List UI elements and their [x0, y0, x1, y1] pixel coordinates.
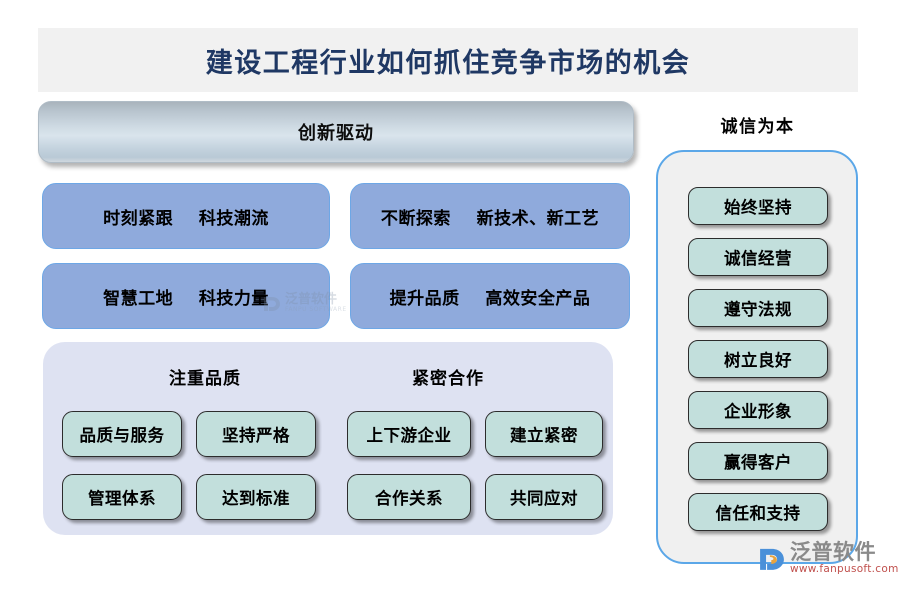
- integrity-item-4[interactable]: 树立良好: [688, 340, 828, 378]
- innovation-header-label: 创新驱动: [298, 123, 374, 144]
- innovation-box-label: 不断探索 新技术、新工艺: [380, 208, 600, 229]
- innovation-box-3[interactable]: 智慧工地 科技力量: [42, 263, 330, 329]
- integrity-item-2[interactable]: 诚信经营: [688, 238, 828, 276]
- integrity-item-label: 赢得客户: [724, 453, 792, 472]
- quality-item-label: 品质与服务: [79, 426, 165, 445]
- cooperation-item-label: 合作关系: [375, 489, 443, 508]
- integrity-item-3[interactable]: 遵守法规: [688, 289, 828, 327]
- innovation-box-2[interactable]: 不断探索 新技术、新工艺: [350, 183, 630, 249]
- integrity-item-label: 树立良好: [724, 351, 792, 370]
- cooperation-item-3[interactable]: 合作关系: [347, 474, 471, 520]
- quality-item-label: 管理体系: [88, 489, 156, 508]
- cooperation-item-label: 上下游企业: [366, 426, 452, 445]
- logo-company-name: 泛普软件: [790, 540, 876, 564]
- quality-item-label: 坚持严格: [222, 426, 290, 445]
- innovation-box-label: 时刻紧跟 科技潮流: [103, 208, 269, 229]
- group-title-cooperation: 紧密合作: [412, 369, 484, 389]
- innovation-header-bar: 创新驱动: [38, 101, 634, 163]
- cooperation-item-label: 共同应对: [510, 489, 578, 508]
- page-title: 建设工程行业如何抓住竞争市场的机会: [205, 47, 691, 79]
- integrity-item-5[interactable]: 企业形象: [688, 391, 828, 429]
- integrity-item-label: 始终坚持: [724, 198, 792, 217]
- fanpu-logo-icon: [758, 544, 786, 572]
- integrity-item-7[interactable]: 信任和支持: [688, 493, 828, 531]
- quality-item-4[interactable]: 达到标准: [196, 474, 316, 520]
- quality-item-label: 达到标准: [222, 489, 290, 508]
- logo-website: www.fanpusoft.com: [790, 563, 899, 575]
- quality-item-2[interactable]: 坚持严格: [196, 411, 316, 457]
- cooperation-item-4[interactable]: 共同应对: [485, 474, 603, 520]
- integrity-title: 诚信为本: [720, 117, 795, 137]
- innovation-box-label: 智慧工地 科技力量: [103, 288, 269, 309]
- logo-words: 泛普软件 www.fanpusoft.com: [790, 542, 899, 575]
- innovation-box-label: 提升品质 高效安全产品: [389, 288, 591, 309]
- integrity-item-label: 诚信经营: [724, 249, 792, 268]
- innovation-box-4[interactable]: 提升品质 高效安全产品: [350, 263, 630, 329]
- integrity-item-label: 遵守法规: [724, 300, 792, 319]
- cooperation-item-1[interactable]: 上下游企业: [347, 411, 471, 457]
- corporate-logo: 泛普软件 www.fanpusoft.com: [758, 542, 899, 575]
- quality-item-3[interactable]: 管理体系: [62, 474, 182, 520]
- title-banner: 建设工程行业如何抓住竞争市场的机会: [38, 28, 858, 92]
- cooperation-item-2[interactable]: 建立紧密: [485, 411, 603, 457]
- group-title-quality: 注重品质: [169, 369, 241, 389]
- integrity-item-6[interactable]: 赢得客户: [688, 442, 828, 480]
- innovation-box-1[interactable]: 时刻紧跟 科技潮流: [42, 183, 330, 249]
- integrity-item-label: 信任和支持: [715, 504, 801, 523]
- quality-item-1[interactable]: 品质与服务: [62, 411, 182, 457]
- cooperation-item-label: 建立紧密: [510, 426, 578, 445]
- integrity-item-label: 企业形象: [724, 402, 792, 421]
- integrity-item-1[interactable]: 始终坚持: [688, 187, 828, 225]
